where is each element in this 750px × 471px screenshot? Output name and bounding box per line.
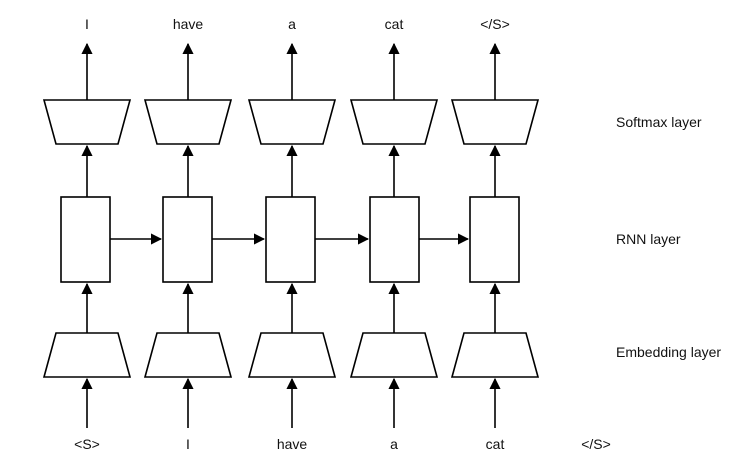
softmax-block xyxy=(450,99,540,145)
output-word: have xyxy=(173,16,204,32)
embedding-block xyxy=(42,332,132,378)
output-arrows xyxy=(81,42,501,100)
embedding-block xyxy=(143,332,233,378)
rnn-cell xyxy=(369,196,420,283)
embedding-layer xyxy=(42,332,540,378)
rnn-cell xyxy=(469,196,520,283)
output-word: a xyxy=(288,16,296,32)
softmax-block xyxy=(143,99,233,145)
input-word: I xyxy=(186,436,190,452)
input-word: cat xyxy=(486,436,505,452)
layer-labels: Softmax layer RNN layer Embedding layer xyxy=(616,114,721,360)
input-word: have xyxy=(277,436,308,452)
input-word: <S> xyxy=(74,436,100,452)
input-word: a xyxy=(390,436,398,452)
embedding-block xyxy=(450,332,540,378)
output-word: I xyxy=(85,16,89,32)
embedding-layer-label: Embedding layer xyxy=(616,344,721,360)
output-words: I have a cat </S> xyxy=(85,16,510,32)
rnn-to-softmax-arrows xyxy=(81,144,501,197)
softmax-layer-label: Softmax layer xyxy=(616,114,702,130)
softmax-block xyxy=(349,99,439,145)
rnn-cell xyxy=(162,196,213,283)
rnn-layer xyxy=(60,196,520,283)
softmax-block xyxy=(247,99,337,145)
rnn-cell xyxy=(265,196,316,283)
softmax-layer xyxy=(42,99,540,145)
embedding-block xyxy=(247,332,337,378)
input-words: <S> I have a cat </S> xyxy=(74,436,611,452)
softmax-block xyxy=(42,99,132,145)
input-arrows xyxy=(81,377,501,428)
input-word: </S> xyxy=(581,436,611,452)
rnn-cell xyxy=(60,196,111,283)
embedding-to-rnn-arrows xyxy=(81,282,501,333)
output-word: cat xyxy=(385,16,404,32)
embedding-block xyxy=(349,332,439,378)
rnn-layer-label: RNN layer xyxy=(616,231,681,247)
output-word: </S> xyxy=(480,16,510,32)
